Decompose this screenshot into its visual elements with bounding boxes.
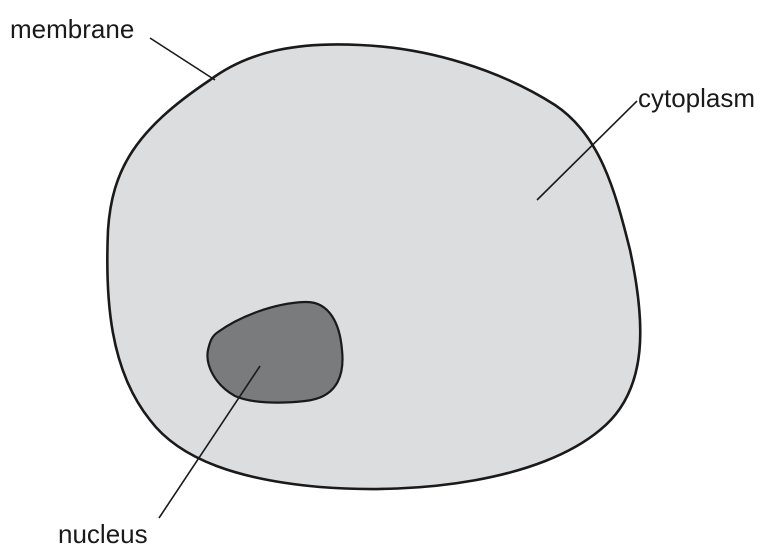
- membrane-leader-line: [150, 38, 215, 80]
- cytoplasm-label: cytoplasm: [638, 83, 755, 113]
- cell-membrane: [107, 44, 640, 489]
- nucleus-label: nucleus: [58, 519, 148, 547]
- membrane-label: membrane: [10, 14, 134, 44]
